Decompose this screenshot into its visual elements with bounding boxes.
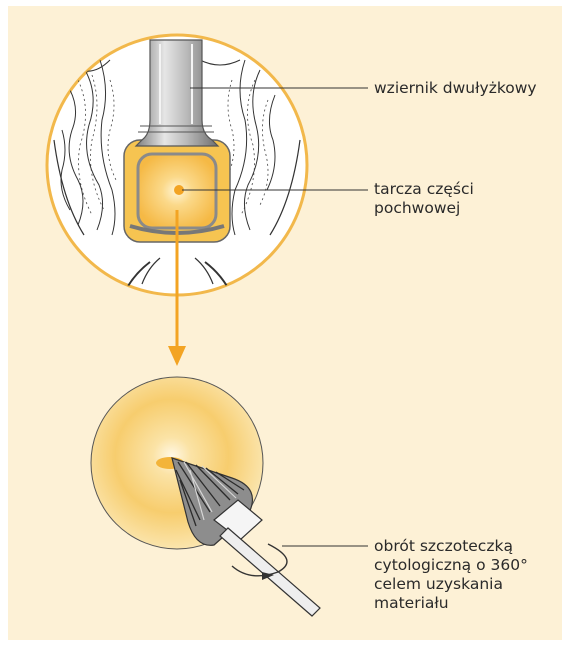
label-cervix-line1: tarcza części	[374, 180, 474, 199]
label-rotation-line: materiału	[374, 594, 564, 613]
brush-view	[91, 377, 320, 616]
label-brush-rotation: obrót szczoteczką cytologiczną o 360° ce…	[374, 537, 564, 613]
label-rotation-line: cytologiczną o 360°	[374, 556, 564, 575]
label-speculum: wziernik dwułyżkowy	[374, 79, 537, 98]
label-cervix-line2: pochwowej	[374, 199, 460, 218]
label-rotation-line: obrót szczoteczką	[374, 537, 564, 556]
label-rotation-line: celem uzyskania	[374, 575, 564, 594]
cytobrush-handle	[220, 528, 320, 616]
